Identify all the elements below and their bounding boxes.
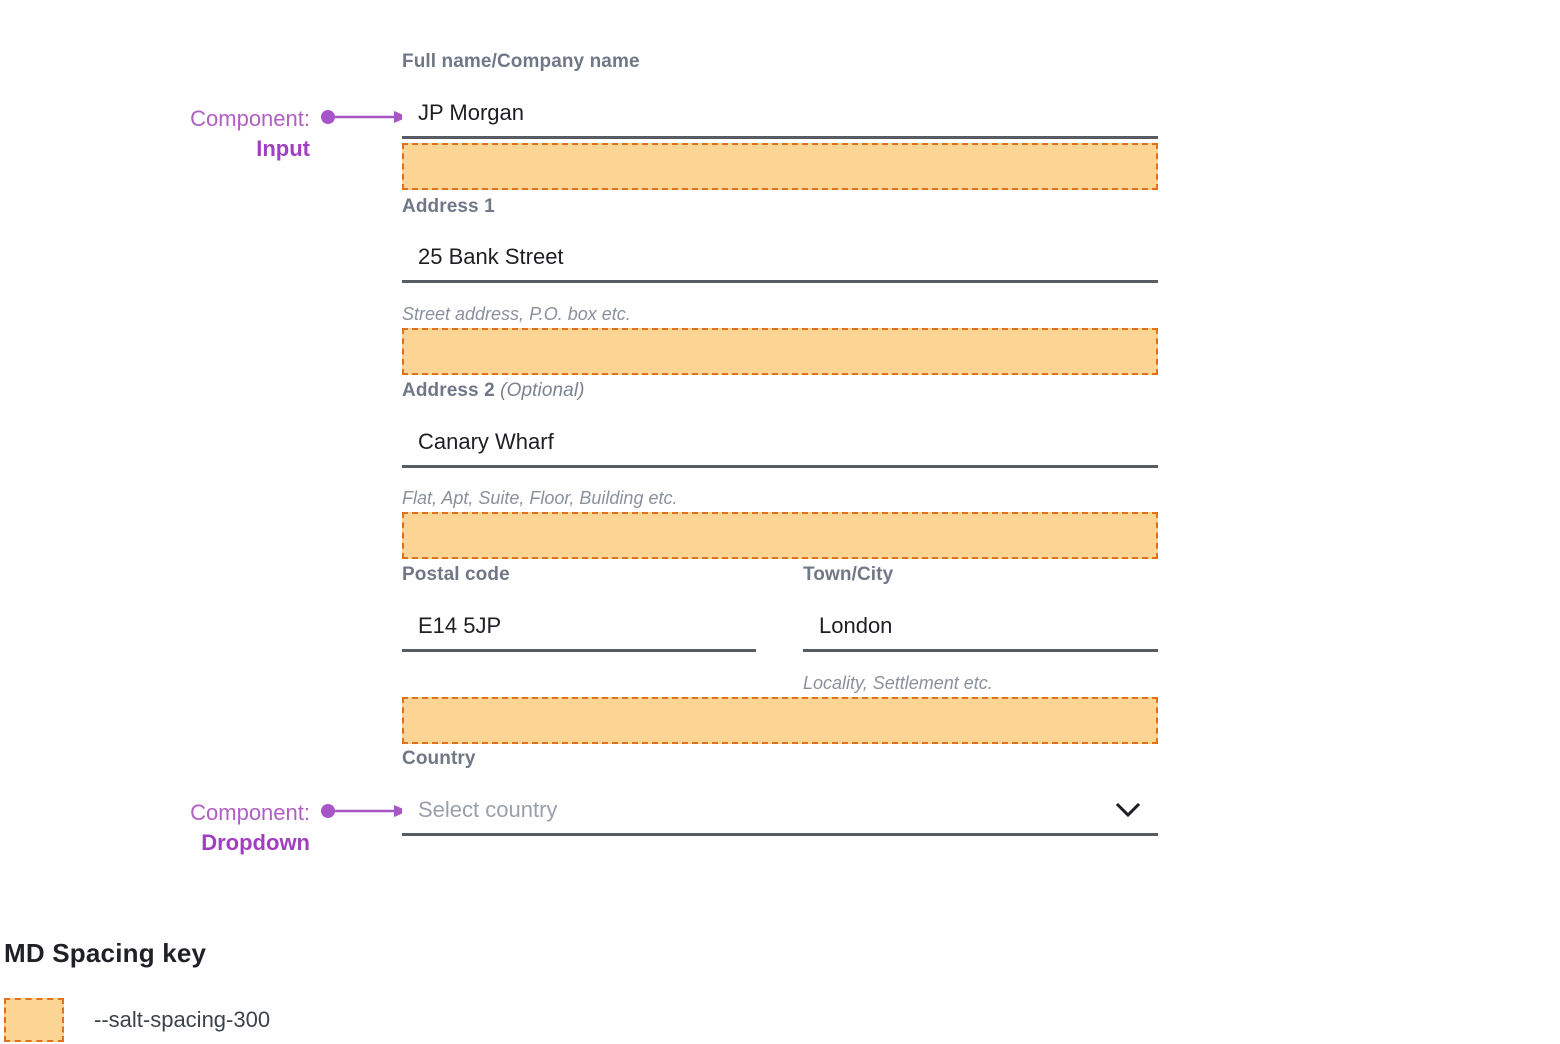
label-address-1: Address 1	[402, 197, 1158, 216]
annotation-input-arrow	[321, 110, 408, 124]
helper-address-2-text: Flat, Apt, Suite, Floor, Building etc.	[402, 488, 678, 508]
helper-address-2: Flat, Apt, Suite, Floor, Building etc.	[402, 489, 1158, 507]
label-address-2-text: Address 2	[402, 380, 495, 401]
annotation-input-kind: Component:	[190, 106, 310, 131]
legend-swatch-spacing-300	[4, 998, 64, 1042]
spacing-token-box-3	[402, 512, 1158, 559]
label-full-name: Full name/Company name	[402, 52, 1158, 71]
helper-town-city: Locality, Settlement etc.	[803, 674, 1158, 692]
legend-title: MD Spacing key	[4, 938, 206, 969]
label-country: Country	[402, 749, 1158, 768]
input-town-city[interactable]: London	[803, 603, 1158, 652]
label-address-1-text: Address 1	[402, 196, 495, 217]
chevron-down-icon[interactable]	[1114, 801, 1142, 819]
helper-address-1-text: Street address, P.O. box etc.	[402, 304, 631, 324]
annotation-dropdown-arrow	[321, 804, 408, 818]
helper-town-city-text: Locality, Settlement etc.	[803, 673, 993, 693]
annotation-dropdown-kind: Component:	[190, 800, 310, 825]
annotation-dropdown-component: Dropdown	[201, 830, 310, 856]
input-town-city-value: London	[819, 613, 893, 638]
input-postal-code-value: E14 5JP	[418, 613, 502, 638]
legend-row-spacing-300: --salt-spacing-300	[4, 998, 270, 1042]
input-address-2-value: Canary Wharf	[418, 429, 554, 454]
label-address-2: Address 2 (Optional)	[402, 381, 1158, 400]
annotation-input: Component: Input	[120, 104, 310, 165]
legend-title-text: MD Spacing key	[4, 938, 207, 968]
input-postal-code[interactable]: E14 5JP	[402, 603, 756, 652]
dropdown-country[interactable]: Select country	[402, 787, 1158, 836]
helper-address-1: Street address, P.O. box etc.	[402, 305, 1158, 323]
dropdown-country-placeholder: Select country	[418, 797, 558, 822]
label-address-2-optional: (Optional)	[500, 380, 585, 401]
input-address-1[interactable]: 25 Bank Street	[402, 234, 1158, 283]
annotation-input-component: Input	[256, 136, 310, 162]
label-postal-code: Postal code	[402, 565, 756, 584]
label-town-city-text: Town/City	[803, 564, 894, 585]
spacing-token-box-1	[402, 143, 1158, 190]
label-full-name-text: Full name/Company name	[402, 51, 640, 72]
input-full-name-value: JP Morgan	[418, 100, 524, 125]
spacing-token-box-2	[402, 328, 1158, 375]
spacing-token-box-4	[402, 697, 1158, 744]
label-postal-code-text: Postal code	[402, 564, 510, 585]
label-country-text: Country	[402, 748, 476, 769]
annotation-dropdown: Component: Dropdown	[110, 798, 310, 859]
input-address-1-value: 25 Bank Street	[418, 244, 564, 269]
input-full-name[interactable]: JP Morgan	[402, 90, 1158, 139]
label-town-city: Town/City	[803, 565, 1158, 584]
input-address-2[interactable]: Canary Wharf	[402, 419, 1158, 468]
legend-label-spacing-300: --salt-spacing-300	[94, 1007, 271, 1032]
